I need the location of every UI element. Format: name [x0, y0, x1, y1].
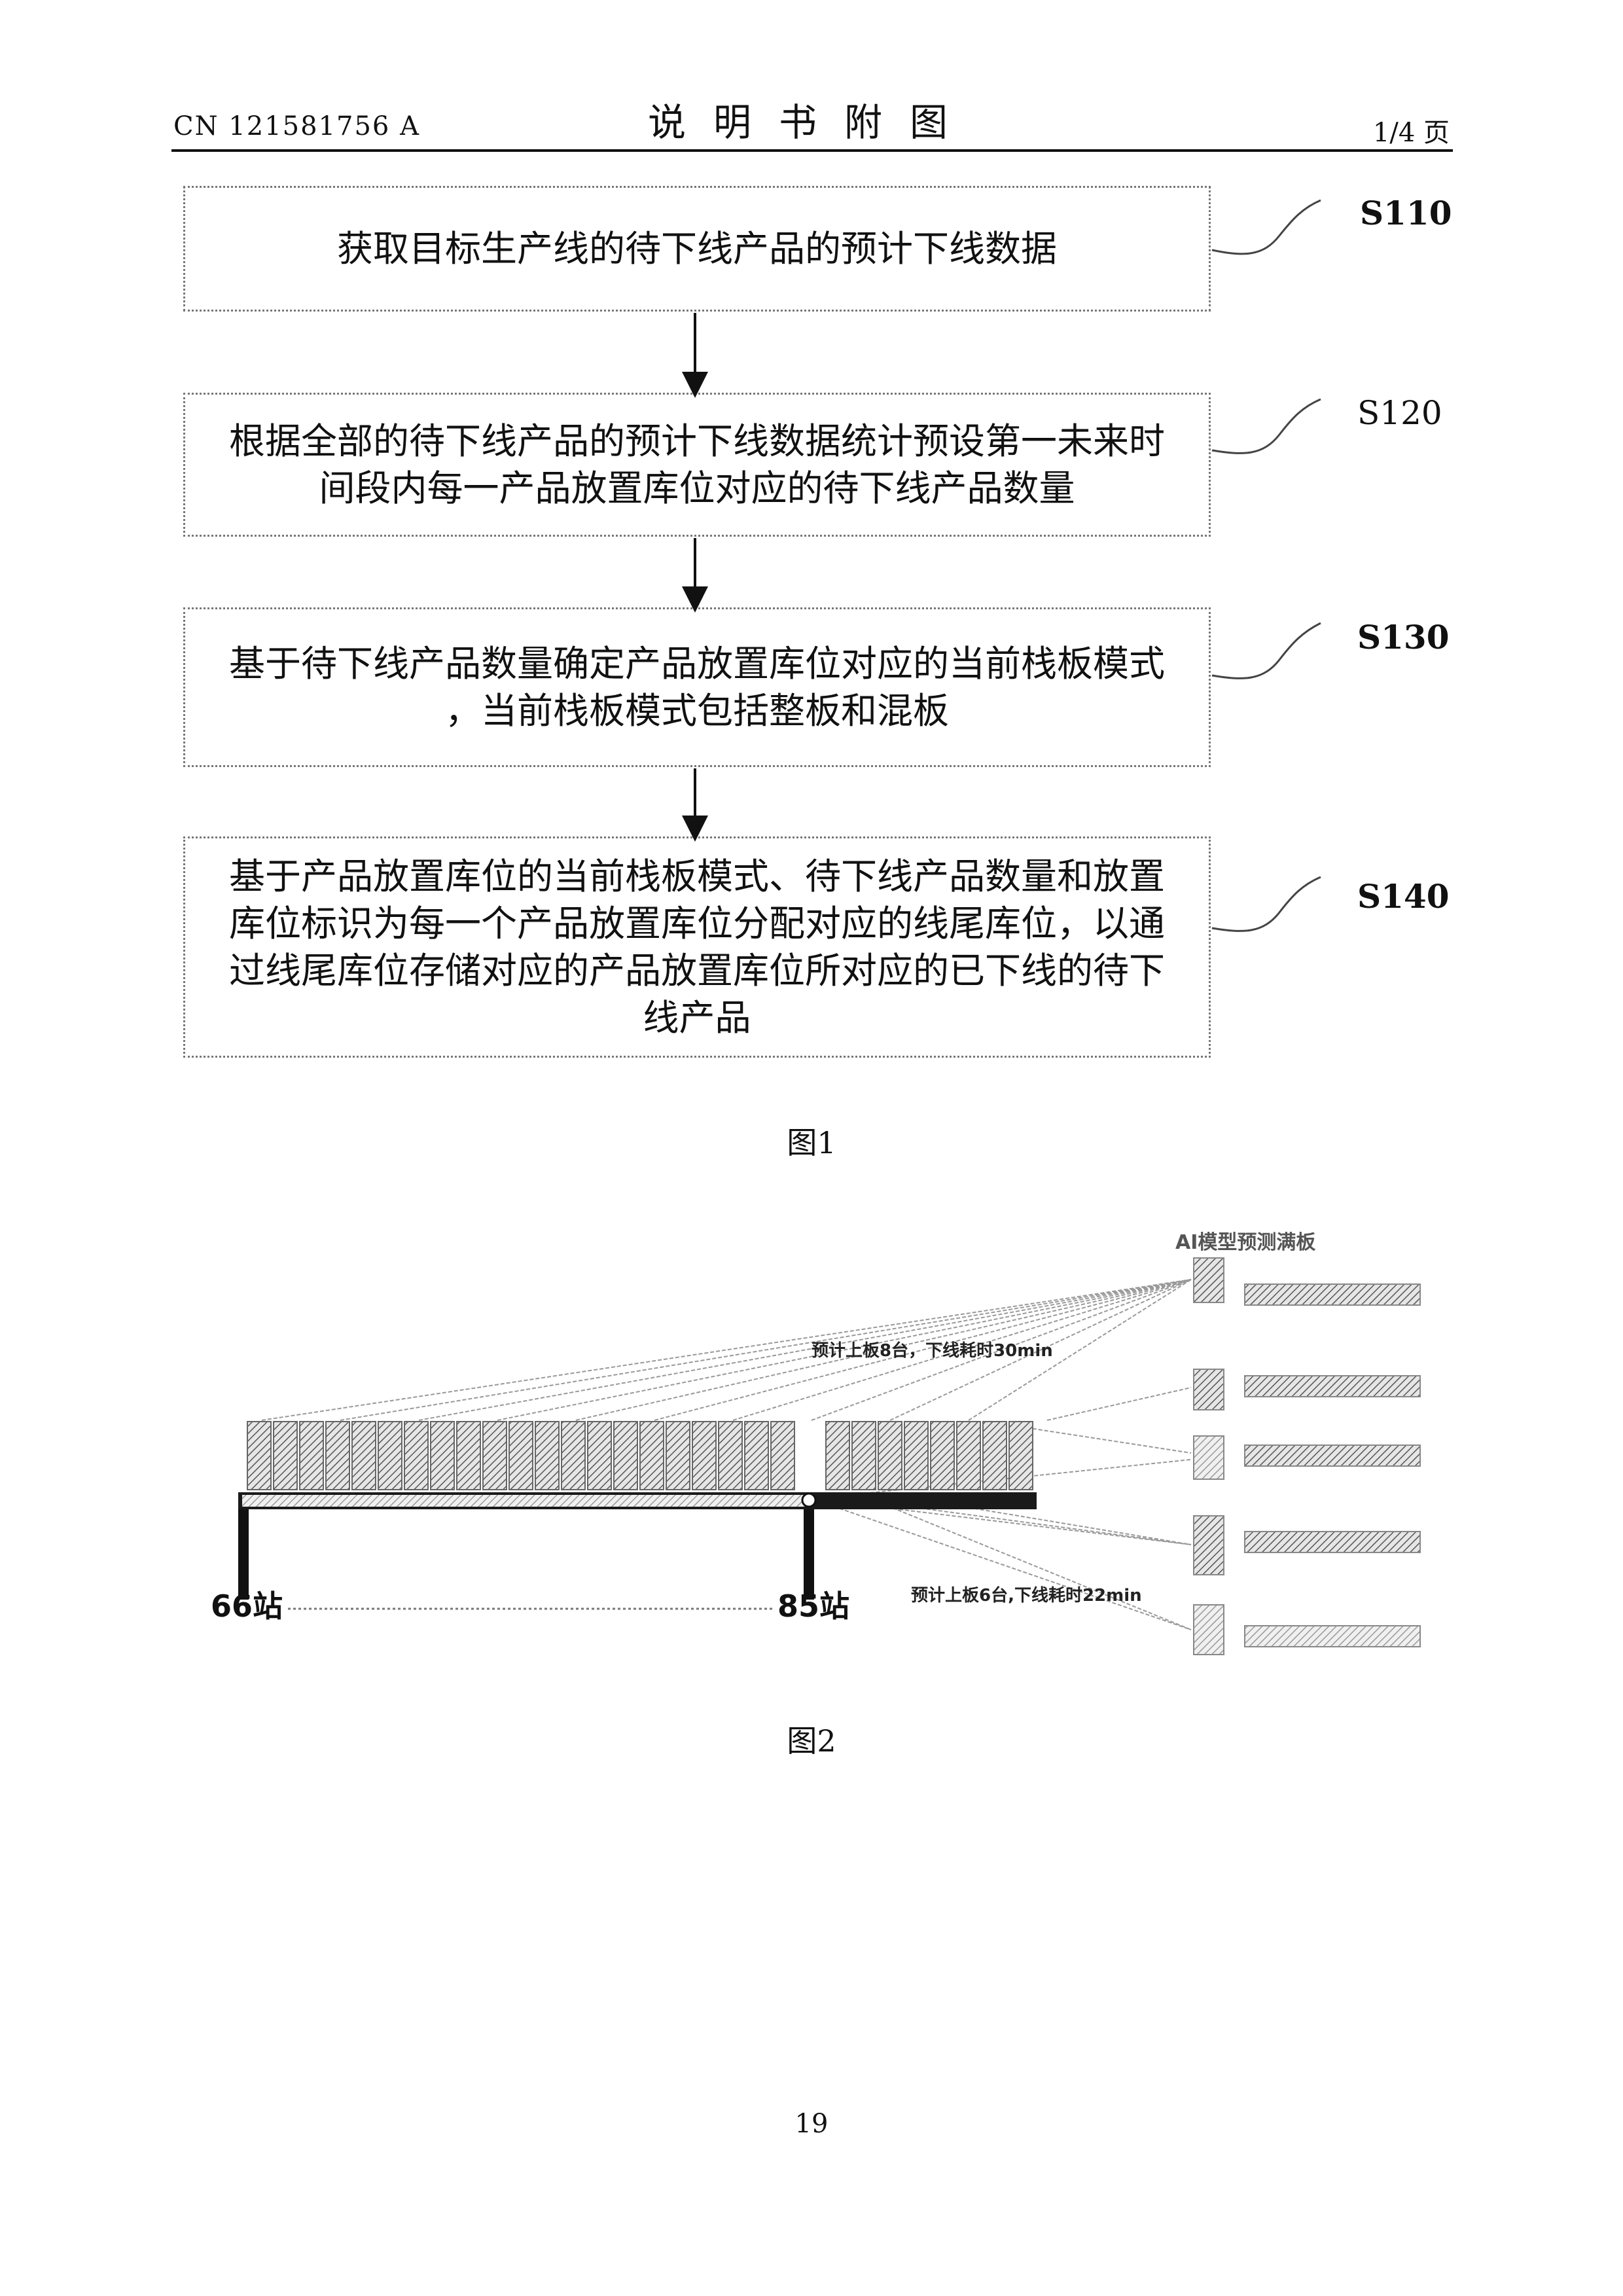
page-number: 19	[0, 2109, 1623, 2139]
pallet-block	[745, 1422, 768, 1490]
pallet-block	[274, 1422, 297, 1490]
annotation-bottom: 预计上板6台,下线耗时22min	[911, 1585, 1142, 1605]
ai-prediction-title: AI模型预测满板	[1175, 1231, 1315, 1254]
pallet-block	[852, 1422, 876, 1490]
leader-line-s130	[1212, 623, 1321, 678]
figure-2-caption: 图2	[0, 1717, 1623, 1761]
pallet-block	[826, 1422, 849, 1490]
pallet-block	[352, 1422, 376, 1490]
figure-2-diagram: AI模型预测满板 预计上板8台，下线耗时30min 预计上板6台,下线耗时22m…	[0, 1211, 1623, 1669]
pallet-block	[1009, 1422, 1033, 1490]
pallet-block	[983, 1422, 1007, 1490]
pallet-block	[666, 1422, 690, 1490]
station-label-left: 66站	[211, 1588, 283, 1624]
pallet-block	[931, 1422, 954, 1490]
station-marker	[802, 1494, 815, 1507]
leader-line-s120	[1212, 399, 1321, 453]
pallet-block	[640, 1422, 664, 1490]
pallet-block	[404, 1422, 428, 1490]
station-label-right: 85站	[777, 1588, 849, 1624]
figure-1-caption: 图1	[0, 1119, 1623, 1162]
prediction-block	[1194, 1369, 1224, 1410]
pallet-block	[378, 1422, 402, 1490]
prediction-bar	[1245, 1376, 1420, 1397]
pallet-block	[247, 1422, 271, 1490]
prediction-bar	[1245, 1626, 1420, 1647]
pallet-stack-row	[247, 1422, 1033, 1490]
pallet-block	[692, 1422, 716, 1490]
flowchart-connectors	[0, 0, 1623, 1113]
pallet-block	[878, 1422, 902, 1490]
pallet-block	[562, 1422, 585, 1490]
prediction-bar	[1245, 1532, 1420, 1552]
pallet-block	[300, 1422, 323, 1490]
pallet-block	[614, 1422, 637, 1490]
leader-line-s140	[1212, 877, 1321, 931]
prediction-block	[1194, 1258, 1224, 1302]
leader-line-s110	[1212, 200, 1321, 254]
prediction-block	[1194, 1605, 1224, 1655]
pallet-block	[719, 1422, 742, 1490]
annotation-top: 预计上板8台，下线耗时30min	[812, 1340, 1053, 1361]
prediction-block	[1194, 1436, 1224, 1479]
pallet-block	[457, 1422, 480, 1490]
station-post-left	[238, 1509, 249, 1600]
prediction-bar	[1245, 1445, 1420, 1466]
pallet-block	[957, 1422, 980, 1490]
station-post-right	[804, 1509, 814, 1600]
ai-prediction-panel	[1194, 1258, 1420, 1655]
pallet-block	[588, 1422, 611, 1490]
pallet-block	[904, 1422, 928, 1490]
pallet-block	[483, 1422, 507, 1490]
pallet-block	[509, 1422, 533, 1490]
prediction-bar	[1245, 1284, 1420, 1305]
pallet-block	[431, 1422, 454, 1490]
pallet-block	[535, 1422, 559, 1490]
pallet-block	[771, 1422, 794, 1490]
prediction-block	[1194, 1516, 1224, 1575]
pallet-block	[326, 1422, 349, 1490]
